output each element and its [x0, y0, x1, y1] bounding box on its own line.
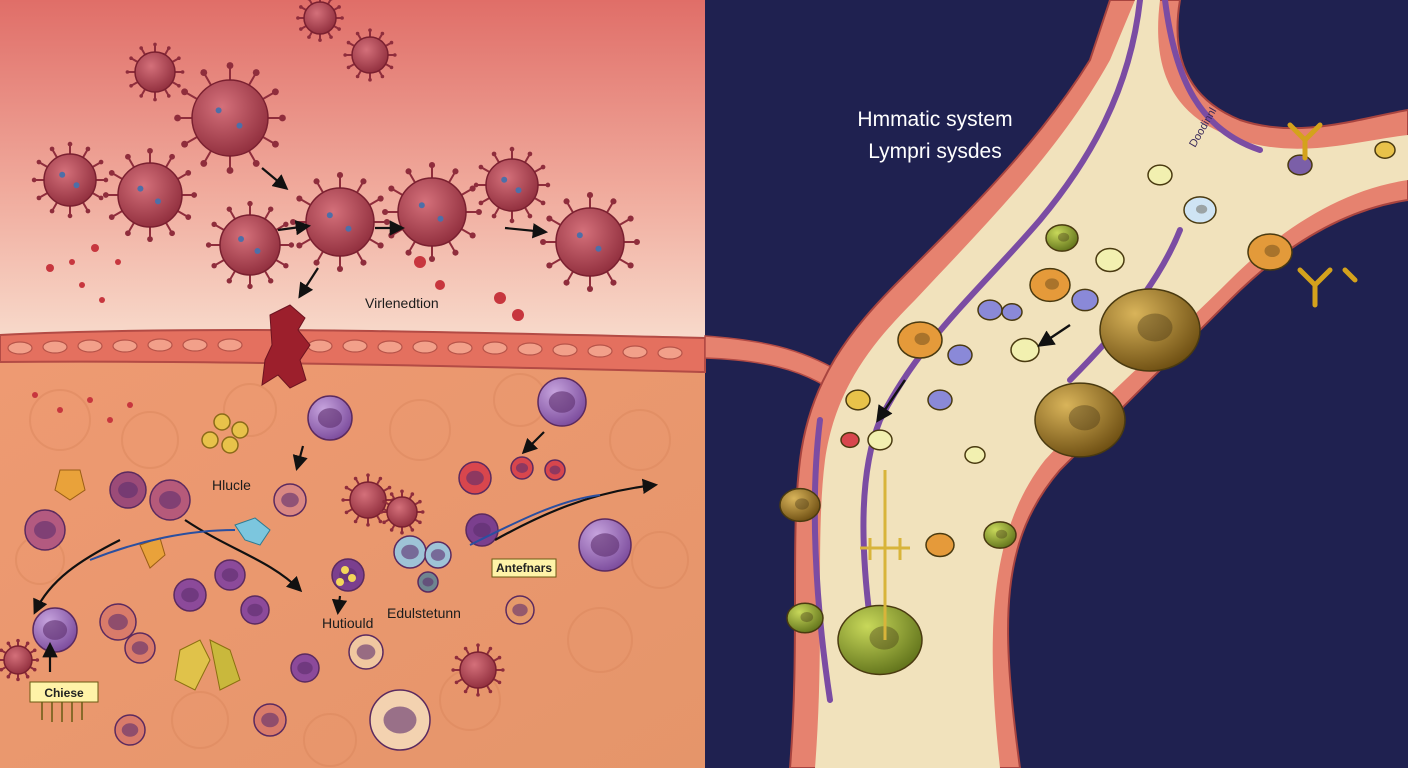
lymph-cell — [897, 321, 943, 359]
immune-cell — [544, 459, 566, 481]
antigen-fragments — [32, 244, 524, 423]
label-virus-step: Virlenedtion — [365, 295, 439, 311]
immune-cell — [290, 653, 320, 683]
lymph-cell — [1183, 196, 1217, 224]
immune-cell — [331, 558, 365, 592]
antibodies — [1287, 122, 1358, 308]
lymph-cells — [779, 141, 1396, 676]
immune-cells — [24, 377, 632, 751]
svg-text:Antefnars: Antefnars — [496, 561, 552, 575]
virus — [125, 42, 185, 102]
svg-text:Chiese: Chiese — [44, 686, 84, 700]
virus — [296, 0, 344, 42]
title-line-2: Lympri sysdes — [868, 140, 1001, 163]
lymph-cell — [1045, 224, 1079, 252]
immune-cell — [124, 632, 156, 664]
immune-cell — [505, 595, 535, 625]
virus — [205, 200, 295, 290]
immune-cell — [24, 509, 66, 551]
immune-cell — [307, 395, 353, 441]
immune-cell — [537, 377, 587, 427]
lymph-cell — [1095, 247, 1125, 273]
lymph-cell — [1374, 141, 1396, 159]
virus — [473, 146, 551, 224]
lymph-cell — [837, 604, 923, 676]
lymph-cell — [867, 429, 893, 451]
lymph-cell — [983, 521, 1017, 549]
immune-cell — [348, 634, 384, 670]
immune-cell — [458, 461, 492, 495]
lymph-cell — [1029, 267, 1071, 303]
virus-particles — [0, 0, 640, 697]
virus — [290, 172, 390, 272]
lymph-cell — [947, 344, 973, 366]
immune-cell — [393, 535, 427, 569]
immune-cell — [369, 689, 431, 751]
lymph-cell — [927, 389, 953, 411]
lymph-cell — [779, 487, 821, 523]
immune-cell — [149, 479, 191, 521]
dendritic-cell — [261, 304, 311, 389]
virus — [540, 192, 640, 292]
lymph-cell — [977, 299, 1003, 321]
immune-cell — [578, 518, 632, 572]
lymph-cell — [1147, 164, 1173, 186]
immune-cell — [465, 513, 499, 547]
lymph-cell — [1034, 382, 1126, 458]
immune-cell — [114, 714, 146, 746]
pathway-arrows — [33, 167, 659, 672]
lymph-cell — [1001, 303, 1023, 321]
lymph-cell — [786, 602, 824, 634]
lymph-cell — [1287, 154, 1313, 176]
immune-cell — [214, 559, 246, 591]
virus — [343, 28, 397, 82]
virus — [379, 489, 425, 535]
label-hlucle: Hlucle — [212, 477, 251, 493]
virus — [0, 638, 40, 682]
lymph-cell — [964, 446, 986, 464]
virus — [341, 473, 395, 527]
virus — [174, 62, 286, 174]
virus — [31, 141, 109, 219]
immune-cell — [173, 578, 207, 612]
lymph-cell — [1071, 288, 1099, 312]
tag-chiese: Chiese — [29, 681, 99, 722]
immune-cell — [273, 483, 307, 517]
immune-cell — [99, 603, 137, 641]
immune-cell — [424, 541, 452, 569]
lymph-cell — [925, 532, 955, 558]
immune-cell — [109, 471, 147, 509]
lymph-cell — [840, 431, 860, 449]
immune-cell — [253, 703, 287, 737]
virus — [102, 147, 198, 243]
immune-cell — [510, 456, 534, 480]
title-line-1: Hmmatic system — [857, 108, 1012, 131]
lymphatic-vessel — [704, 0, 1408, 768]
lymph-cell — [845, 389, 871, 411]
immune-cell — [417, 571, 439, 593]
lymph-cell — [1247, 233, 1293, 271]
lymph-cell — [1010, 337, 1040, 363]
immune-cell — [32, 607, 78, 653]
tag-antefnars: Antefnars — [491, 558, 557, 578]
label-edulstt: Edulstetunn — [387, 605, 461, 621]
label-hutiould: Hutiould — [322, 615, 373, 631]
lymph-cell — [1099, 288, 1201, 372]
immune-cell — [240, 595, 270, 625]
epithelial-barrier — [0, 328, 706, 374]
virus — [451, 643, 505, 697]
